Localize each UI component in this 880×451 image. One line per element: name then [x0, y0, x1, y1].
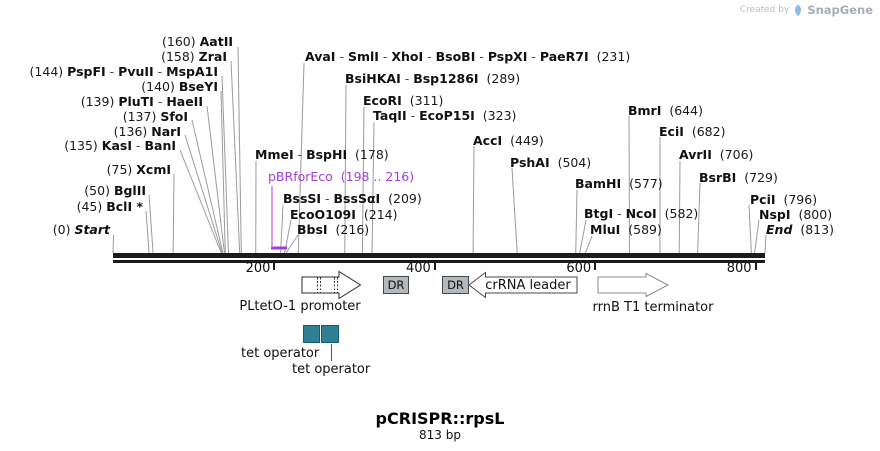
connector-line	[112, 234, 114, 254]
connector-line	[179, 149, 222, 254]
ruler-tick-mark	[433, 263, 436, 270]
site-label-bsihkai[interactable]: BsiHKAI - Bsp1286I (289)	[345, 71, 521, 86]
plasmid-name: pCRISPR::rpsL	[375, 409, 505, 428]
site-label-aatii[interactable]: (160) AatII	[162, 34, 233, 49]
site-label-bbsi[interactable]: BbsI (216)	[297, 222, 370, 237]
site-label-acci[interactable]: AccI (449)	[473, 133, 544, 148]
promoter-arrow[interactable]	[301, 270, 362, 300]
site-label-bsrbi[interactable]: BsrBI (729)	[699, 170, 778, 185]
primer-label-pbrforeco[interactable]: pBRforEco (198 .. 216)	[268, 170, 414, 184]
site-label-pshai[interactable]: PshAI (504)	[510, 155, 592, 170]
connector-line	[148, 194, 154, 254]
connector-line	[280, 204, 284, 254]
connector-line	[748, 204, 752, 254]
title-block: pCRISPR::rpsL 813 bp	[0, 410, 880, 443]
connector-line	[754, 219, 760, 254]
connector-line	[172, 173, 175, 254]
site-label-pluti[interactable]: (139) PluTI - HaeII	[80, 94, 203, 109]
connector-line	[344, 84, 347, 254]
connector-line	[678, 160, 681, 254]
connector-line	[764, 234, 767, 254]
site-label-bmri[interactable]: BmrI (644)	[628, 103, 703, 118]
site-label-mlui[interactable]: MluI (589)	[590, 222, 662, 237]
watermark: Created by SnapGene	[740, 3, 873, 17]
connector-line	[575, 189, 578, 254]
site-label-mmei[interactable]: MmeI - BspHI (178)	[255, 147, 389, 162]
connector-line	[230, 60, 241, 254]
site-label-xcmi[interactable]: (75) XcmI	[106, 162, 171, 177]
site-label-kasi[interactable]: (135) KasI - BanI	[64, 138, 176, 153]
connector-line	[371, 121, 375, 254]
tet-operator-label-1: tet operator	[241, 346, 320, 361]
primer-bracket-stem	[271, 186, 273, 246]
tet-operator-label-2: tet operator	[292, 362, 371, 377]
tet-operator-connector	[331, 344, 332, 361]
connector-line	[584, 235, 593, 254]
site-label-btgi[interactable]: BtgI - NcoI (582)	[584, 206, 699, 221]
connector-line	[511, 167, 518, 254]
site-label-ecoo109i[interactable]: EcoO109I (214)	[290, 207, 398, 222]
terminator-label: rrnB T1 terminator	[592, 300, 714, 315]
ruler-tick-label: 800	[726, 261, 752, 276]
promoter-label: PLtetO-1 promoter	[239, 299, 361, 314]
site-label-bcli[interactable]: (45) BclI *	[76, 199, 143, 214]
snapgene-logo-icon	[795, 4, 802, 16]
site-label-ecii[interactable]: EciI (682)	[659, 124, 726, 139]
site-label-zrai[interactable]: (158) ZraI	[161, 49, 227, 64]
connector-line	[220, 90, 226, 254]
ruler-tick-label: 400	[405, 261, 431, 276]
connector-line	[184, 134, 223, 254]
site-label-bamhi[interactable]: BamHI (577)	[575, 176, 663, 191]
dr-box-2[interactable]: DR	[442, 276, 469, 294]
connector-line	[285, 234, 299, 254]
watermark-brand: SnapGene	[807, 3, 873, 17]
backbone-upper	[113, 253, 765, 258]
site-label-bsssi[interactable]: BssSI - BssSαI (209)	[283, 191, 422, 206]
site-label-pcii[interactable]: PciI (796)	[750, 192, 818, 207]
connector-line	[297, 62, 305, 254]
connector-line	[579, 219, 587, 254]
site-label-avrii[interactable]: AvrII (706)	[679, 147, 754, 162]
site-label-bseyi[interactable]: (140) BseYI	[141, 79, 218, 94]
connector-line	[237, 46, 242, 254]
connector-line	[221, 75, 229, 254]
site-label-avai[interactable]: AvaI - SmlI - XhoI - BsoBI - PspXI - Pae…	[305, 49, 631, 64]
site-label-bglii[interactable]: (50) BglII	[84, 183, 146, 198]
ruler-tick-label: 200	[245, 261, 271, 276]
site-label-nari[interactable]: (136) NarI	[113, 124, 181, 139]
primer-range: (198 .. 216)	[340, 169, 415, 184]
site-label-start[interactable]: (0) Start	[52, 222, 110, 237]
crrna-leader-arrow[interactable]	[468, 271, 578, 299]
watermark-created-by: Created by	[739, 5, 790, 15]
backbone-lower	[113, 260, 765, 263]
connector-line	[145, 210, 150, 254]
connector-line	[206, 105, 225, 254]
terminator-arrow[interactable]	[597, 272, 670, 298]
site-label-end[interactable]: End (813)	[766, 222, 834, 237]
connector-line	[472, 145, 475, 254]
connector-line	[697, 182, 701, 254]
tet-operator-box-1[interactable]	[303, 325, 320, 343]
crrna-leader-label: crRNA leader	[485, 278, 571, 293]
site-label-sfoi[interactable]: (137) SfoI	[122, 109, 188, 124]
dr-box-1[interactable]: DR	[383, 276, 409, 294]
connector-line	[361, 106, 365, 254]
tet-operator-box-2[interactable]	[321, 325, 339, 343]
site-label-taqii[interactable]: TaqII - EcoP15I (323)	[373, 108, 517, 123]
plasmid-size: 813 bp	[419, 428, 461, 442]
primer-name: pBRforEco	[268, 169, 333, 184]
ruler-tick-mark	[754, 263, 757, 270]
ruler-tick-label: 600	[566, 261, 592, 276]
ruler-tick-mark	[594, 263, 597, 270]
site-label-ecori[interactable]: EcoRI (311)	[363, 93, 444, 108]
ruler-tick-mark	[273, 263, 276, 270]
site-label-nspi[interactable]: NspI (800)	[759, 207, 833, 222]
connector-line	[191, 119, 224, 254]
site-label-pspfi[interactable]: (144) PspFI - PvuII - MspA1I	[29, 64, 218, 79]
primer-bracket-bar[interactable]	[270, 246, 288, 250]
